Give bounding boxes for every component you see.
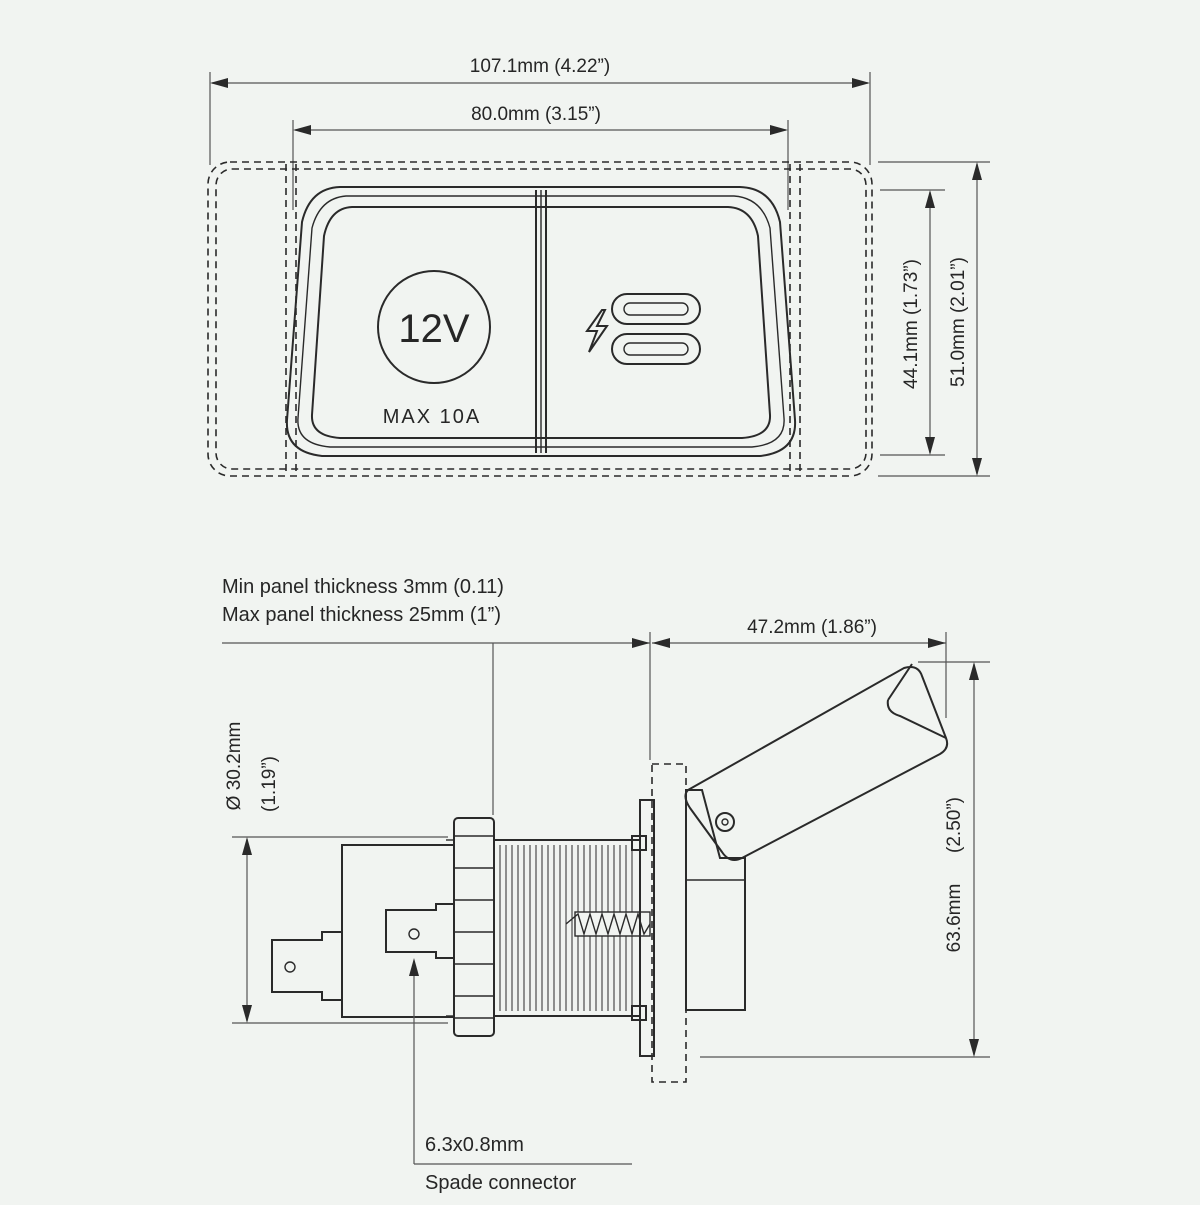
height-dimension: 63.6mm (2.50”) [700,661,990,1058]
inner-width-dimension: 80.0mm (3.15”) [292,104,789,210]
socket-rating: MAX 10A [383,406,481,428]
spade-callout: 6.3x0.8mm Spade connector [409,958,632,1194]
usb-c-port-icon [611,293,701,325]
rear-body [341,844,455,1018]
spade-size-label: 6.3x0.8mm [425,1134,524,1156]
spade-terminal-front [385,903,455,959]
diameter-label: Ø 30.2mm [224,722,245,811]
flip-cover [684,663,949,861]
usb-c-charger [585,293,701,365]
inner-height-dimension: 44.1mm (1.73”) [880,189,945,456]
height-inch-label: (2.50”) [944,797,965,853]
usb-c-port-icon [611,333,701,365]
panel-thickness-dimension [222,632,651,815]
spade-connector-label: Spade connector [425,1172,577,1194]
lock-nut [446,817,495,1037]
housing-outline [285,186,797,457]
inner-width-label: 80.0mm (3.15”) [471,104,601,125]
diameter-dimension: Ø 30.2mm (1.19”) [224,722,448,1024]
panel-outline-outer [207,161,873,477]
spade-terminal-rear [271,931,343,1001]
top-view: 107.1mm (4.22”) 80.0mm (3.15”) 12V [207,56,990,477]
overall-height-dimension: 51.0mm (2.01”) [878,161,990,477]
diameter-inch-label: (1.19”) [259,756,280,812]
hinge-pin-icon [715,812,735,832]
socket-circle-icon [377,270,491,384]
height-label: 63.6mm [944,884,965,953]
max-panel-note: Max panel thickness 25mm (1”) [222,604,501,626]
panel-section [651,763,687,1083]
overall-height-label: 51.0mm (2.01”) [948,257,969,387]
min-panel-note: Min panel thickness 3mm (0.11) [222,576,504,598]
overall-width-label: 107.1mm (4.22”) [470,56,610,77]
12v-socket: 12V MAX 10A [377,270,491,428]
socket-label: 12V [398,307,469,351]
threaded-barrel [493,835,651,1021]
depth-dimension: 47.2mm (1.86”) [652,617,947,718]
front-bezel [639,789,746,1057]
side-view: Min panel thickness 3mm (0.11) Max panel… [222,576,990,1194]
depth-label: 47.2mm (1.86”) [747,617,877,638]
overall-width-dimension: 107.1mm (4.22”) [209,56,871,165]
mounting-screw [565,911,651,937]
inner-height-label: 44.1mm (1.73”) [901,259,922,389]
lightning-icon [585,309,609,353]
